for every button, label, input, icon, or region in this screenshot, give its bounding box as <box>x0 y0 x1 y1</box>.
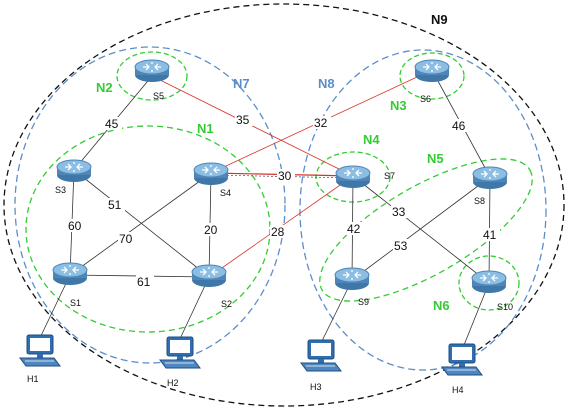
router-s1: S1 <box>52 262 88 308</box>
computer-icon <box>19 334 61 367</box>
host-h4: H4 <box>441 343 483 395</box>
router-s3: S3 <box>55 159 92 195</box>
router-label-s8: S8 <box>474 196 485 206</box>
router-icon <box>193 162 229 186</box>
computer-icon <box>159 336 201 369</box>
router-label-s10: S10 <box>497 302 513 312</box>
router-icon <box>414 59 450 83</box>
router-label-s1: S1 <box>70 298 81 308</box>
weight-s4-s2: 20 <box>204 223 218 237</box>
weight-s7-s9: 42 <box>347 222 361 236</box>
weight-s3-s1: 60 <box>68 219 82 233</box>
link-weights: 45 35 32 46 30 51 60 70 20 28 61 42 33 5… <box>67 113 500 289</box>
weight-s1-s2: 61 <box>137 275 151 289</box>
weight-s8-s10: 41 <box>483 228 497 242</box>
router-label-s5: S5 <box>153 91 164 101</box>
weight-s5-s7: 35 <box>236 113 250 127</box>
router-s4: S4 <box>193 162 231 198</box>
weight-s5-s3: 45 <box>105 117 119 131</box>
weight-s4-s7: 30 <box>278 169 292 183</box>
router-icon <box>134 59 170 83</box>
group-n7-boundary <box>14 46 286 364</box>
router-label-s7: S7 <box>384 171 395 181</box>
group-n1-label: N1 <box>197 121 214 136</box>
group-n2-boundary <box>116 51 188 101</box>
host-label-h2: H2 <box>167 378 179 388</box>
group-n8-label: N8 <box>318 76 335 91</box>
weight-s6-s4: 32 <box>314 116 328 130</box>
router-icon <box>471 270 507 294</box>
host-label-h3: H3 <box>310 382 322 392</box>
weight-s3-s2: 51 <box>108 198 122 212</box>
router-s2: S2 <box>191 264 232 309</box>
computer-icon <box>300 339 342 372</box>
group-n9-label: N9 <box>431 12 448 27</box>
links <box>37 69 491 351</box>
router-s8: S8 <box>472 166 508 206</box>
computer-icon <box>441 343 483 376</box>
group-n6-label: N6 <box>433 298 450 313</box>
group-n3-boundary <box>399 52 465 100</box>
router-s10: S10 <box>471 270 513 312</box>
router-icon <box>335 165 371 189</box>
group-n4-label: N4 <box>363 132 380 147</box>
host-label-h1: H1 <box>27 374 39 384</box>
group-n9-boundary <box>3 3 565 407</box>
host-label-h4: H4 <box>452 385 464 395</box>
link-s4-s1 <box>69 172 212 276</box>
host-h2: H2 <box>159 336 201 388</box>
link-s2-h2 <box>177 276 210 344</box>
router-label-s6: S6 <box>420 94 431 104</box>
router-icon <box>334 267 370 291</box>
router-s9: S9 <box>334 267 370 307</box>
weight-s2-s7: 28 <box>271 225 285 239</box>
router-icon <box>191 264 227 288</box>
link-s9-h3 <box>319 279 353 346</box>
router-icon <box>52 262 88 286</box>
router-label-s3: S3 <box>55 185 66 195</box>
router-label-s9: S9 <box>358 297 369 307</box>
group-n6-boundary <box>458 255 520 311</box>
router-s6: S6 <box>414 59 450 104</box>
host-h3: H3 <box>300 339 342 392</box>
weight-s4-s1: 70 <box>119 232 133 246</box>
link-s1-h1 <box>37 274 71 343</box>
group-n2-label: N2 <box>96 80 113 95</box>
router-label-s2: S2 <box>221 299 232 309</box>
weight-s8-s9: 53 <box>394 239 408 253</box>
link-s10-h4 <box>461 282 490 351</box>
router-label-s4: S4 <box>220 188 231 198</box>
group-n7-label: N7 <box>233 76 250 91</box>
router-s7: S7 <box>335 165 395 189</box>
weight-s6-s8: 46 <box>452 119 466 133</box>
group-n8-boundary <box>299 49 547 371</box>
router-icon <box>472 166 508 190</box>
group-n5-label: N5 <box>427 151 444 166</box>
weight-s7-s10: 33 <box>392 205 406 219</box>
router-s5: S5 <box>134 59 170 101</box>
link-s8-s9 <box>351 176 491 281</box>
group-n3-label: N3 <box>390 98 407 113</box>
router-icon <box>56 159 92 183</box>
host-h1: H1 <box>19 334 61 384</box>
link-s7-s10 <box>352 175 490 284</box>
group-n5-boundary <box>319 158 533 302</box>
